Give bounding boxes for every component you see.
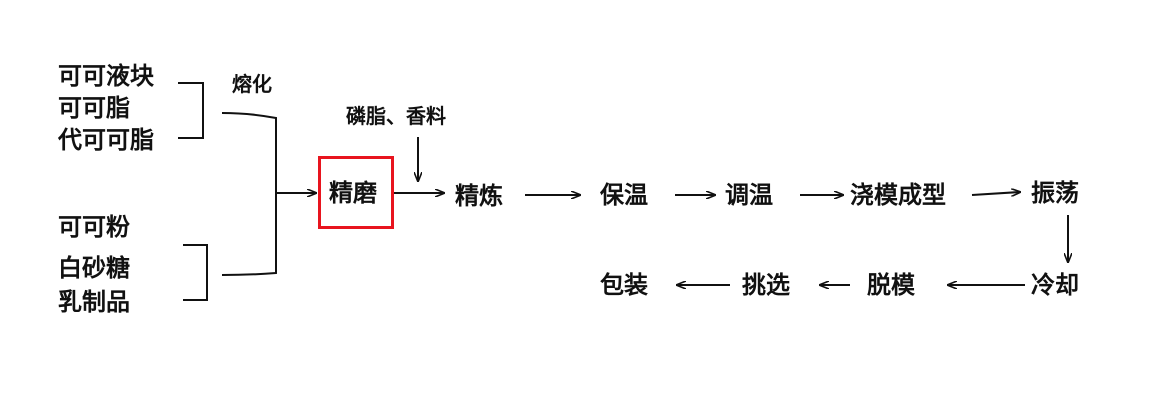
input-cocoa-butter: 可可脂: [58, 94, 130, 122]
input-dairy: 乳制品: [58, 288, 130, 316]
step-sorting: 挑选: [742, 271, 790, 299]
arrow-mold-to-vibrate: [971, 192, 1020, 195]
input-cocoa-powder: 可可粉: [58, 213, 130, 241]
highlight-box: [318, 156, 394, 229]
step-cooling: 冷却: [1031, 271, 1079, 299]
step-refining-grind: 精磨: [329, 179, 377, 207]
step-packaging: 包装: [600, 271, 648, 299]
step-vibrating: 振荡: [1031, 179, 1079, 207]
step-tempering: 调温: [725, 181, 773, 209]
step-molding: 浇模成型: [850, 181, 946, 209]
input-cocoa-butter-substitute: 代可可脂: [58, 126, 154, 154]
merge-bracket: [221, 112, 277, 276]
step-demolding: 脱模: [867, 271, 915, 299]
step-conching: 精炼: [455, 182, 503, 210]
additives-label: 磷脂、香料: [346, 104, 446, 128]
input-cocoa-mass: 可可液块: [58, 62, 154, 90]
bracket-group2: [183, 244, 208, 301]
melt-label: 熔化: [232, 72, 272, 96]
input-white-sugar: 白砂糖: [58, 254, 130, 282]
bracket-group1: [178, 82, 204, 139]
step-holding: 保温: [600, 181, 648, 209]
